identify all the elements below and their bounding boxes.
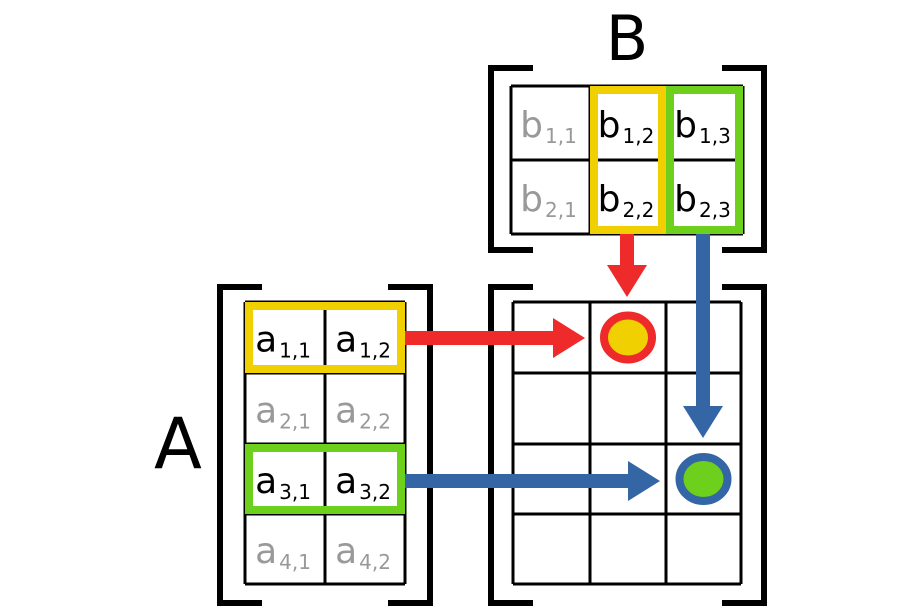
matrix-b-column-3-highlight bbox=[666, 86, 743, 234]
element-letter: b bbox=[674, 179, 697, 220]
result-matrix-left-bracket bbox=[488, 284, 533, 606]
matrix-a-label: A bbox=[154, 403, 202, 485]
blue-down-arrow bbox=[683, 234, 723, 438]
element-subscript: 2,3 bbox=[699, 198, 731, 222]
result-entry-1-2-marker bbox=[600, 311, 656, 364]
element-letter: b bbox=[674, 105, 697, 146]
matrix-a-row-3-highlight bbox=[245, 444, 405, 514]
matrix-b-left-bracket bbox=[488, 65, 533, 253]
element-subscript: 1,3 bbox=[699, 124, 731, 148]
element-subscript: 2,2 bbox=[359, 410, 391, 434]
element-letter: a bbox=[255, 320, 277, 361]
element-subscript: 3,2 bbox=[359, 480, 391, 504]
element-letter: b bbox=[598, 179, 621, 220]
element-letter: a bbox=[335, 531, 357, 572]
element-subscript: 4,2 bbox=[359, 550, 391, 574]
element-subscript: 1,1 bbox=[279, 339, 311, 363]
element-letter: a bbox=[255, 391, 277, 432]
matrix-b-right-bracket bbox=[722, 65, 767, 253]
element-letter: a bbox=[335, 320, 357, 361]
result-matrix-right-bracket bbox=[722, 284, 767, 606]
element-subscript: 1,2 bbox=[359, 339, 391, 363]
element-letter: b bbox=[598, 105, 621, 146]
element-subscript: 2,1 bbox=[279, 410, 311, 434]
red-right-arrow bbox=[405, 318, 585, 358]
element-subscript: 3,1 bbox=[279, 480, 311, 504]
matrix-a-row-1-highlight bbox=[245, 302, 405, 373]
result-entry-3-3-marker bbox=[675, 453, 732, 505]
matrix-b-column-2-highlight bbox=[590, 86, 666, 234]
element-subscript: 1,1 bbox=[545, 124, 577, 148]
element-letter: b bbox=[520, 179, 543, 220]
blue-right-arrow bbox=[405, 461, 660, 501]
element-letter: a bbox=[335, 391, 357, 432]
element-subscript: 4,1 bbox=[279, 550, 311, 574]
matrix-a-left-bracket bbox=[217, 284, 262, 606]
red-down-arrow bbox=[607, 234, 647, 297]
element-letter: a bbox=[335, 461, 357, 502]
element-subscript: 2,1 bbox=[545, 198, 577, 222]
matrix-a-right-bracket bbox=[388, 284, 433, 606]
element-subscript: 2,2 bbox=[623, 198, 655, 222]
element-letter: a bbox=[255, 461, 277, 502]
matrix-b-label: B bbox=[606, 2, 649, 75]
element-letter: a bbox=[255, 531, 277, 572]
element-subscript: 1,2 bbox=[623, 124, 655, 148]
element-letter: b bbox=[520, 105, 543, 146]
